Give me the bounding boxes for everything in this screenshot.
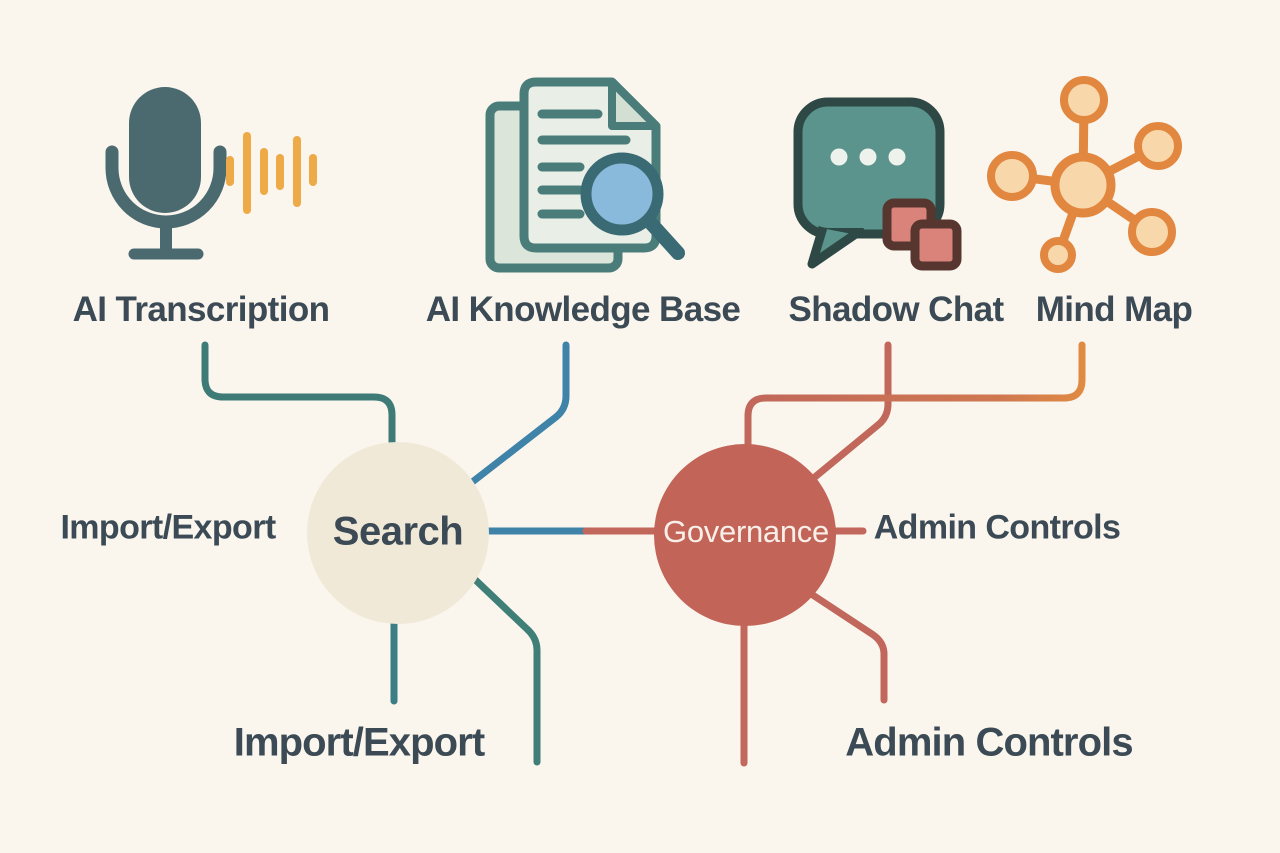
mind-map-icon [987, 76, 1182, 273]
connector-knowledgebase-to-search [458, 341, 570, 494]
microphone-icon [105, 87, 317, 260]
label-shadow-chat: Shadow Chat [788, 290, 1004, 329]
chat-bubble-icon [793, 97, 962, 271]
document-search-icon [485, 77, 685, 273]
label-admin-controls-right: Admin Controls [873, 508, 1121, 547]
governance-hub-label: Governance [663, 514, 829, 549]
label-ai-knowledge-base: AI Knowledge Base [425, 290, 741, 329]
label-mind-map: Mind Map [1035, 290, 1193, 329]
search-hub-circle [307, 442, 489, 624]
shadow-squares-icon [882, 198, 962, 271]
connector-governance-to-admin-bottom [786, 576, 888, 704]
governance-hub-circle [654, 444, 836, 626]
connector-search-to-import-bottom [461, 566, 541, 766]
sound-wave-icon [226, 132, 317, 214]
label-import-export-left: Import/Export [60, 508, 276, 547]
connector-mindmap-to-governance [744, 341, 1086, 464]
connector-transcription-to-search [201, 341, 396, 454]
label-import-export-bottom: Import/Export [233, 720, 485, 765]
magnifier-icon [580, 152, 664, 236]
connector-shadowchat-to-governance [800, 341, 892, 490]
label-admin-controls-bottom: Admin Controls [845, 720, 1133, 765]
label-ai-transcription: AI Transcription [72, 290, 330, 329]
search-hub-label: Search [332, 509, 464, 554]
